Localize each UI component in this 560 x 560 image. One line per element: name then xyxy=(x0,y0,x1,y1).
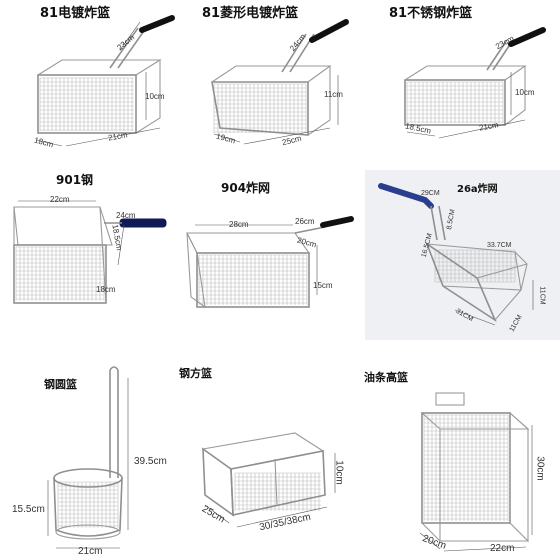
dim-height: 15cm xyxy=(313,281,333,290)
product-title: 钢方篮 xyxy=(179,367,212,380)
product-tile-round-basket[interactable]: 钢圆篮 39.5cm 15.5cm 21cm xyxy=(0,360,175,560)
basket-illustration xyxy=(186,216,354,309)
dim-length: 28cm xyxy=(229,220,249,229)
product-title: 钢圆篮 xyxy=(44,378,77,391)
dim-height: 10cm xyxy=(145,92,165,101)
dim-height-right: 11CM xyxy=(538,286,546,305)
product-tile-904-mesh[interactable]: 904炸网 28cm 26cm 20cm 15cm xyxy=(175,165,360,340)
product-title: 油条高篮 xyxy=(364,371,408,384)
dim-diameter: 21cm xyxy=(78,546,103,557)
basket-illustration xyxy=(404,27,546,139)
basket-illustration xyxy=(35,15,175,147)
basket-illustration xyxy=(47,366,129,549)
dim-height: 18cm xyxy=(96,285,116,294)
product-tile-square-basket[interactable]: 钢方篮 10cm 25cm 30/35/38cm xyxy=(175,355,350,560)
product-tile-81-stainless-basket[interactable]: 81不锈钢炸篮 23cm 10cm 18.5cm 21cm xyxy=(375,0,560,165)
dim-width: 22cm xyxy=(490,543,515,554)
product-tile-901-steel[interactable]: 901钢 22cm 24cm 18.5cm 18cm xyxy=(0,165,175,340)
product-title: 901钢 xyxy=(56,173,94,187)
product-tile-youtiao-tall-basket[interactable]: 油条高篮 30cm 20cm 22cm xyxy=(350,355,560,560)
dim-basket-height: 15.5cm xyxy=(12,504,45,515)
product-title: 26a炸网 xyxy=(457,184,498,195)
product-tile-26a-mesh[interactable]: 26a炸网 29CM 8.5CM 16.5CM 33.7CM 11CM 31CM… xyxy=(365,170,560,340)
product-tile-81-plated-basket[interactable]: 81电镀炸篮 23cm 10cm 18cm 21cm xyxy=(0,0,190,165)
basket-illustration xyxy=(378,183,534,326)
basket-illustration xyxy=(211,19,349,145)
basket-illustration xyxy=(13,200,167,304)
dim-handle: 29CM xyxy=(421,190,440,197)
dim-height: 30cm xyxy=(534,456,546,481)
product-tile-81-diamond-basket[interactable]: 81菱形电镀炸篮 24cm 11cm 19cm 25cm xyxy=(190,0,375,165)
product-title: 81电镀炸篮 xyxy=(40,6,111,21)
dim-length: 22cm xyxy=(50,195,70,204)
dim-top-length: 33.7CM xyxy=(487,242,512,249)
dim-height: 10cm xyxy=(333,460,345,485)
product-title: 81不锈钢炸篮 xyxy=(389,6,473,21)
basket-illustration xyxy=(201,432,336,528)
dim-height: 11cm xyxy=(324,90,343,99)
basket-illustration xyxy=(419,392,533,552)
dim-handle: 26cm xyxy=(295,217,315,226)
product-title: 904炸网 xyxy=(221,181,271,195)
dim-total-height: 39.5cm xyxy=(134,456,167,467)
dim-handle: 24cm xyxy=(116,211,136,220)
dim-height: 10cm xyxy=(515,88,535,97)
product-title: 81菱形电镀炸篮 xyxy=(202,6,299,21)
